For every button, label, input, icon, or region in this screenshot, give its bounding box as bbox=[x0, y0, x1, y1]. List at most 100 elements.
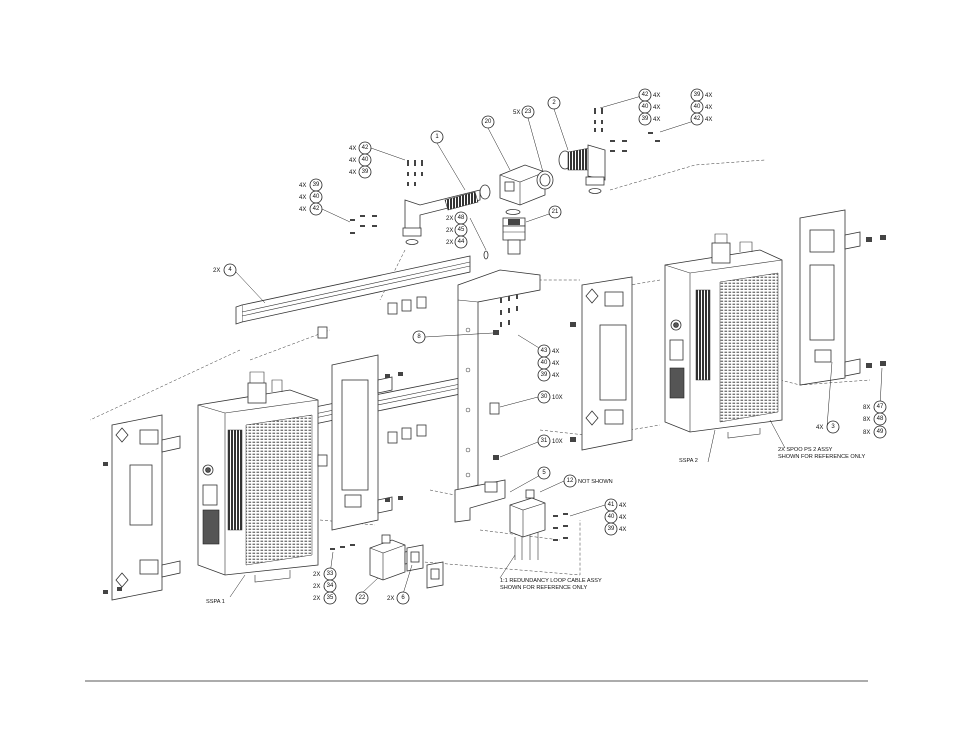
balloon-48-right: 48 bbox=[873, 412, 887, 426]
qty-43: 4X bbox=[552, 349, 559, 355]
balloon-3: 3 bbox=[826, 420, 840, 434]
svg-text:45: 45 bbox=[458, 227, 465, 233]
svg-text:21: 21 bbox=[552, 209, 559, 215]
balloon-40-top-left: 40 bbox=[358, 153, 372, 167]
svg-text:8: 8 bbox=[417, 334, 421, 340]
balloon-43: 43 bbox=[537, 344, 551, 358]
qty-40-bottom: 4X bbox=[619, 515, 626, 521]
balloon-45: 45 bbox=[454, 223, 468, 237]
qty-39-top-right: 4X bbox=[653, 117, 660, 123]
qty-30: 10X bbox=[552, 395, 563, 401]
qty-42-top-right: 4X bbox=[653, 93, 660, 99]
balloon-34: 34 bbox=[323, 579, 337, 593]
svg-text:3: 3 bbox=[831, 424, 835, 430]
svg-text:44: 44 bbox=[458, 239, 465, 245]
qty-33: 2X bbox=[313, 572, 320, 578]
sspa-1-rear-bracket bbox=[331, 354, 393, 531]
small-hardware-bottom bbox=[330, 294, 568, 550]
balloon-48: 48 bbox=[454, 211, 468, 225]
balloon-31: 31 bbox=[537, 434, 551, 448]
balloon-30: 30 bbox=[537, 390, 551, 404]
waveguide-tee-part-20 bbox=[499, 164, 554, 215]
qty-42-left: 4X bbox=[299, 207, 306, 213]
balloon-40-left: 40 bbox=[309, 190, 323, 204]
cover-plates-part-6 bbox=[406, 544, 444, 589]
balloon-42-top-left: 42 bbox=[358, 141, 372, 155]
qty-39-left: 4X bbox=[299, 183, 306, 189]
note-cable-assy-line-2: SHOWN FOR REFERENCE ONLY bbox=[500, 585, 587, 591]
qty-40-left: 4X bbox=[299, 195, 306, 201]
balloon-39-top-left: 39 bbox=[358, 165, 372, 179]
qty-40-far-right: 4X bbox=[705, 105, 712, 111]
svg-text:40: 40 bbox=[608, 514, 615, 520]
leader-lines bbox=[229, 94, 883, 598]
balloon-4: 4 bbox=[223, 263, 237, 277]
balloon-39-top-right: 39 bbox=[638, 112, 652, 126]
qty-48: 2X bbox=[446, 216, 453, 222]
balloon-44: 44 bbox=[454, 235, 468, 249]
svg-text:39: 39 bbox=[362, 169, 369, 175]
balloon-1: 1 bbox=[430, 130, 444, 144]
qty-6: 2X bbox=[387, 596, 394, 602]
balloon-35: 35 bbox=[323, 591, 337, 605]
callout-balloons: 1 2 20 23 42 40 39 39 40 42 42 40 39 39 … bbox=[223, 88, 887, 605]
qty-39-bottom: 4X bbox=[619, 527, 626, 533]
balloon-40-far-right: 40 bbox=[690, 100, 704, 114]
balloon-5: 5 bbox=[537, 466, 551, 480]
mounting-rail-upper-part-4 bbox=[235, 255, 471, 325]
sspa-2-front-bracket bbox=[581, 276, 633, 451]
balloon-33: 33 bbox=[323, 567, 337, 581]
qty-40-top-right: 4X bbox=[653, 105, 660, 111]
svg-text:40: 40 bbox=[541, 360, 548, 366]
balloon-42-far-right: 42 bbox=[690, 112, 704, 126]
qty-47: 8X bbox=[863, 405, 870, 411]
qty-39-mid: 4X bbox=[552, 373, 559, 379]
waveguide-switch-part-21 bbox=[483, 217, 526, 260]
svg-text:39: 39 bbox=[541, 372, 548, 378]
svg-text:40: 40 bbox=[313, 194, 320, 200]
svg-text:31: 31 bbox=[541, 438, 548, 444]
balloon-40-top-right: 40 bbox=[638, 100, 652, 114]
qty-49: 8X bbox=[863, 430, 870, 436]
qty-35: 2X bbox=[313, 596, 320, 602]
qty-40-mid: 4X bbox=[552, 361, 559, 367]
rail-clips bbox=[103, 296, 576, 594]
balloon-40-mid: 40 bbox=[537, 356, 551, 370]
qty-23: 5X bbox=[513, 110, 520, 116]
note-ps-assy-line-2: SHOWN FOR REFERENCE ONLY bbox=[778, 454, 865, 460]
svg-text:23: 23 bbox=[525, 109, 532, 115]
svg-text:40: 40 bbox=[362, 157, 369, 163]
qty-39-far-right: 4X bbox=[705, 93, 712, 99]
svg-text:40: 40 bbox=[642, 104, 649, 110]
balloon-20: 20 bbox=[481, 115, 495, 129]
balloon-12: 12 bbox=[563, 474, 577, 488]
svg-text:40: 40 bbox=[694, 104, 701, 110]
svg-text:34: 34 bbox=[327, 583, 334, 589]
note-ps-assy-line-1: 2X SPOO PS 2 ASSY bbox=[778, 447, 833, 453]
waveguide-assembly-left bbox=[350, 160, 491, 245]
svg-text:39: 39 bbox=[608, 526, 615, 532]
svg-text:20: 20 bbox=[485, 119, 492, 125]
svg-text:49: 49 bbox=[877, 429, 884, 435]
sspa-1-unit bbox=[197, 371, 319, 583]
qty-44: 2X bbox=[446, 240, 453, 246]
balloon-8: 8 bbox=[412, 330, 426, 344]
svg-text:33: 33 bbox=[327, 571, 334, 577]
balloon-6: 6 bbox=[396, 591, 410, 605]
center-support-bracket bbox=[454, 269, 541, 523]
redundancy-switch-module bbox=[509, 489, 546, 560]
qty-42-top-left: 4X bbox=[349, 146, 356, 152]
qty-39-top-left: 4X bbox=[349, 170, 356, 176]
svg-text:43: 43 bbox=[541, 348, 548, 354]
quantity-labels: 4X 4X 4X 4X 4X 4X 5X 4X 4X 4X 4X 4X 4X 2… bbox=[213, 93, 870, 602]
balloon-40-bottom: 40 bbox=[604, 510, 618, 524]
svg-text:42: 42 bbox=[313, 206, 320, 212]
svg-text:39: 39 bbox=[642, 116, 649, 122]
qty-41: 4X bbox=[619, 503, 626, 509]
svg-text:42: 42 bbox=[694, 116, 701, 122]
label-sspa-1: SSPA 1 bbox=[206, 599, 225, 605]
svg-text:47: 47 bbox=[877, 404, 884, 410]
svg-text:6: 6 bbox=[401, 595, 405, 601]
note-cable-assy-line-1: 1:1 REDUNDANCY LOOP CABLE ASSY bbox=[500, 578, 602, 584]
